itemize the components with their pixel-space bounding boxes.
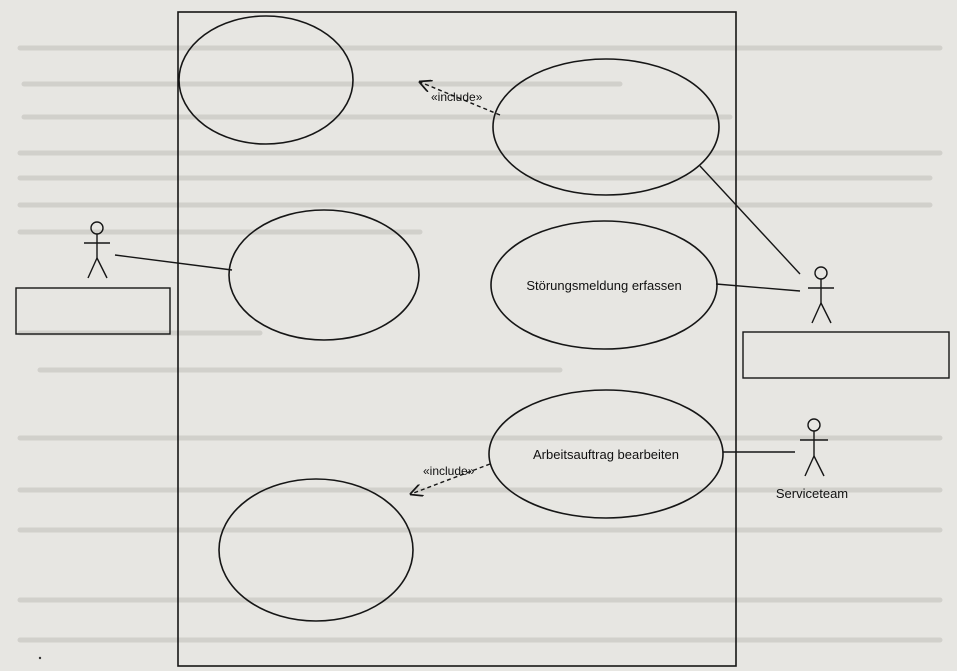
use-case-label-arbeitsauftrag: Arbeitsauftrag bearbeiten [533,447,679,462]
use-case-top-right[interactable] [492,58,720,196]
speck [38,656,42,660]
actor-left-icon[interactable] [84,221,110,279]
use-case-stoerungsmeldung[interactable] [490,220,718,350]
actor-serviceteam-name: Serviceteam [776,486,848,501]
use-case-top-left[interactable] [178,15,354,145]
include-label-top: «include» [431,90,483,104]
actor-serviceteam-icon[interactable] [800,418,828,477]
actor-right-name-box [742,331,950,379]
include-label-bottom: «include» [423,464,475,478]
actor-left-name-box [15,287,171,335]
use-case-mid-left[interactable] [228,209,420,341]
use-case-bottom-left[interactable] [218,478,414,622]
use-case-label-stoerungsmeldung: Störungsmeldung erfassen [526,278,681,293]
association-right-actor-top [699,165,801,275]
association-left-actor [114,254,233,271]
actor-right-icon[interactable] [808,266,834,324]
system-boundary [177,11,737,667]
association-right-actor-stoerung [715,283,801,292]
include-arrow-top [420,82,501,116]
use-case-arbeitsauftrag[interactable] [488,389,724,519]
include-arrow-bottom [411,463,491,494]
